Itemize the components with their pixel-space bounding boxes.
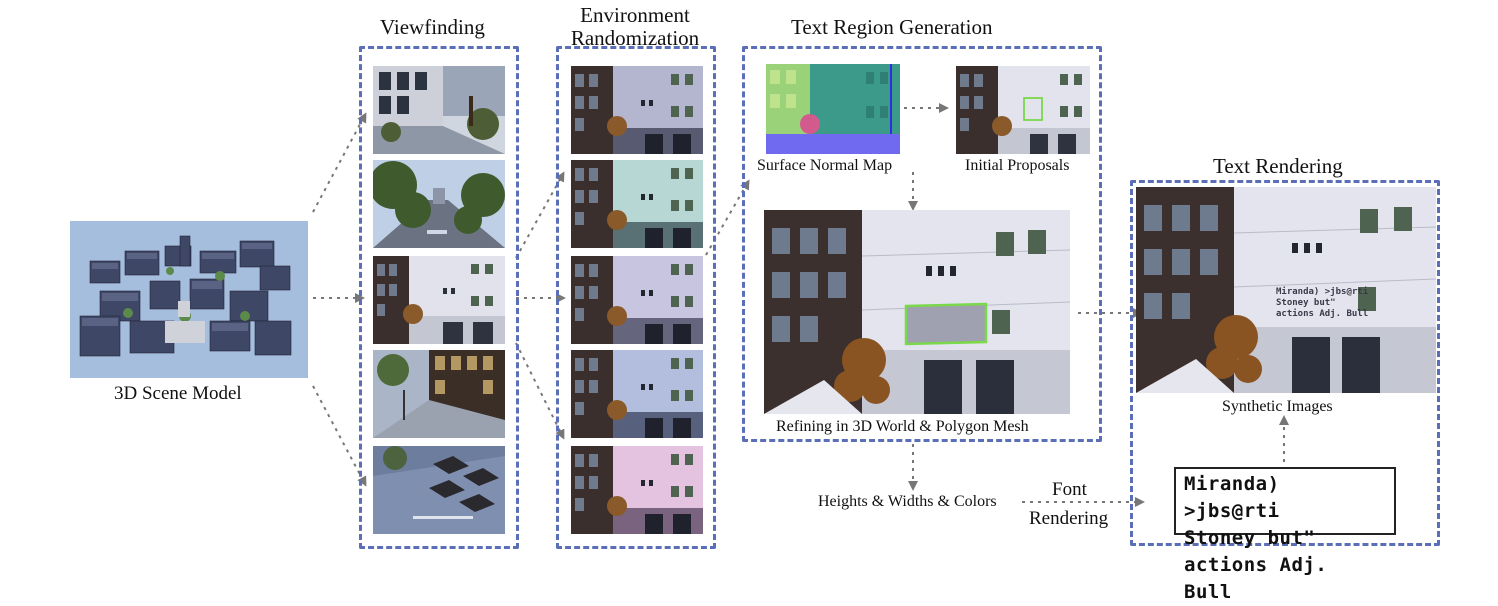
initial-proposals-label: Initial Proposals	[965, 157, 1070, 174]
view-thumbnail-5	[373, 446, 505, 534]
font-sample-line-1: Miranda) >jbs@rti	[1184, 473, 1280, 522]
environment-panel	[556, 46, 716, 549]
synthetic-image: Miranda) >jbs@rti Stoney but" actions Ad…	[1136, 187, 1436, 393]
refining-image	[764, 210, 1070, 414]
rendered-text-overlay: Miranda) >jbs@rti Stoney but" actions Ad…	[1276, 287, 1368, 320]
arrow-scene-to-view-top	[312, 112, 367, 213]
environment-title-line2: Randomization	[570, 26, 700, 51]
environment-thumbnail-3	[571, 256, 703, 344]
refining-label: Refining in 3D World & Polygon Mesh	[776, 418, 1029, 435]
view-thumbnail-3	[373, 256, 505, 344]
surface-normal-map-image	[766, 64, 900, 154]
rendering-label: Rendering	[1029, 508, 1109, 529]
font-label: Font	[1052, 479, 1087, 500]
environment-thumbnail-2	[571, 160, 703, 248]
font-sample-line-3: actions Adj. Bull	[1184, 554, 1328, 603]
heights-widths-colors-label: Heights & Widths & Colors	[818, 493, 997, 510]
environment-title: Environment Randomization	[555, 3, 715, 51]
arrow-scene-to-view-bottom	[312, 385, 367, 487]
view-thumbnail-4	[373, 350, 505, 438]
initial-proposals-image	[956, 66, 1090, 154]
arrow-env-to-region	[705, 179, 750, 256]
arrow-view-to-env-top	[515, 171, 565, 259]
viewfinding-panel	[359, 46, 519, 549]
scene-model-label: 3D Scene Model	[114, 383, 242, 404]
arrow-view-to-env-bottom	[515, 342, 565, 440]
text-region-panel	[742, 46, 1102, 442]
text-rendering-title: Text Rendering	[1213, 154, 1343, 178]
viewfinding-title: Viewfinding	[380, 15, 485, 39]
overlay-line-2: Stoney but"	[1276, 298, 1336, 308]
environment-thumbnail-5	[571, 446, 703, 534]
overlay-line-3: actions Adj. Bull	[1276, 309, 1369, 319]
text-region-title: Text Region Generation	[791, 15, 993, 39]
synthetic-images-label: Synthetic Images	[1222, 398, 1333, 415]
flow-arrows	[312, 103, 1289, 507]
view-thumbnail-2	[373, 160, 505, 248]
environment-thumbnail-4	[571, 350, 703, 438]
font-sample-box: Miranda) >jbs@rti Stoney but" actions Ad…	[1174, 467, 1396, 603]
surface-normal-label: Surface Normal Map	[757, 157, 893, 174]
environment-thumbnail-1	[571, 66, 703, 154]
text-rendering-panel	[1130, 180, 1440, 546]
overlay-line-1: Miranda) >jbs@rti	[1276, 287, 1369, 297]
scene-model-image	[70, 221, 308, 378]
environment-title-line1: Environment	[580, 3, 690, 27]
font-sample-line-2: Stoney but"	[1184, 527, 1316, 549]
view-thumbnail-1	[373, 66, 505, 154]
